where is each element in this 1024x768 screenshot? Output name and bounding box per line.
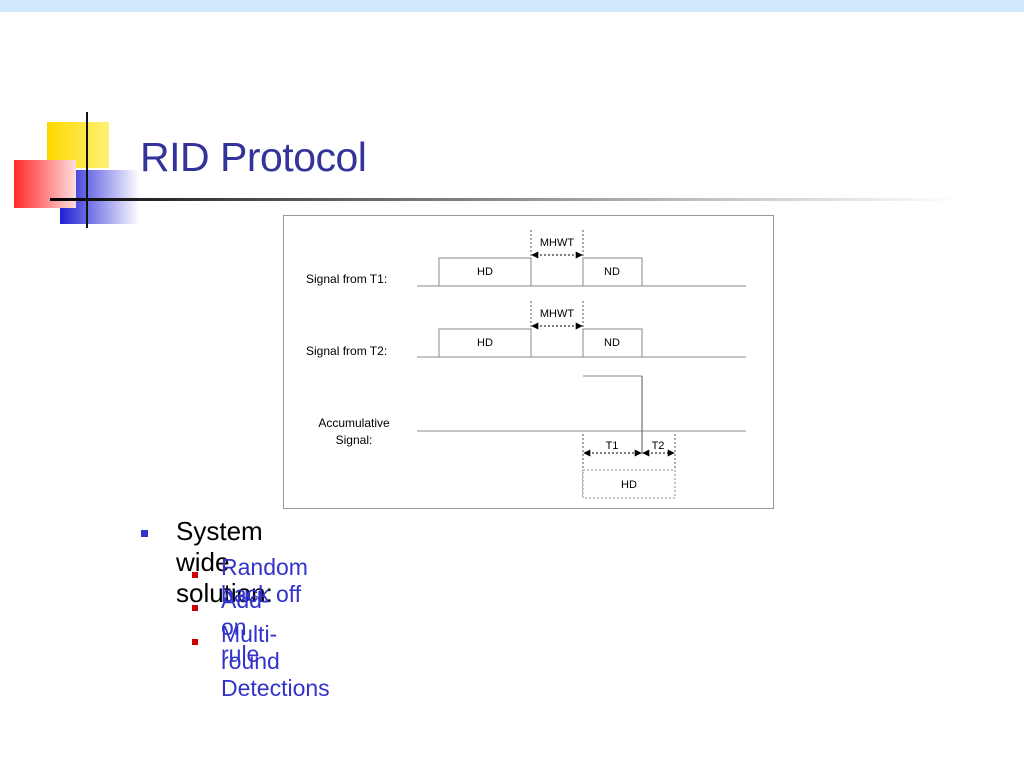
t1-interval-label: T1 [606,440,619,452]
row1-hd-label: HD [477,266,493,278]
bullet-marker [141,530,148,537]
slide-title: RID Protocol [140,134,367,180]
t2-interval-label: T2 [652,440,665,452]
row2-hd-block [438,328,532,358]
row3-label-line2: Signal: [336,433,373,447]
row2-label: Signal from T2: [306,344,387,358]
row1-label: Signal from T1: [306,272,387,286]
result-hd-label: HD [621,479,637,491]
sub-bullet-2: Add-on rule [221,587,270,667]
row1-nd-block [582,257,643,287]
sub-bullet-1: Random back off [221,554,308,607]
row1-hd-block [438,257,532,287]
row2-mhwt-label: MHWT [540,308,574,320]
row2-nd-block [582,328,643,358]
row3-label-line1: Accumulative [318,416,390,430]
row2-hd-label: HD [477,337,493,349]
row1-nd-label: ND [604,266,620,278]
result-hd-block [582,469,676,499]
title-underline [50,198,960,201]
top-accent-bar [0,0,1024,12]
sub-bullet-marker [192,605,198,611]
row2-nd-label: ND [604,337,620,349]
main-bullet: System wide solution: [176,516,273,608]
timing-diagram: Signal from T1: HD ND MHWT Signal from T… [283,215,774,509]
row1-mhwt-label: MHWT [540,237,574,249]
sub-bullet-3: Multi-round Detections [221,621,330,701]
sub-bullet-marker [192,639,198,645]
slide-decoration [14,112,140,228]
sub-bullet-marker [192,572,198,578]
